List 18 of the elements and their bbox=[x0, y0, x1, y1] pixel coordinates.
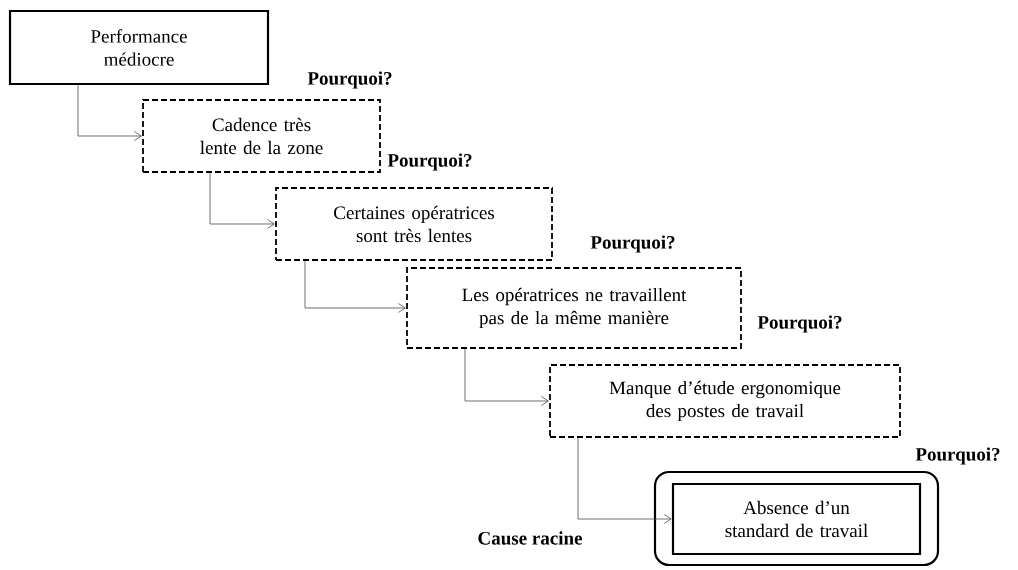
arrow bbox=[77, 84, 142, 141]
cause-box: Manque d’étude ergonomique des postes de travail bbox=[549, 364, 901, 438]
note-label: Pourquoi? bbox=[307, 71, 392, 89]
cause-box: Les opératrices ne travaillent pas de la même manière bbox=[406, 267, 742, 349]
note-label: Pourquoi? bbox=[590, 235, 675, 253]
arrow bbox=[209, 172, 275, 229]
note-label: Pourquoi? bbox=[757, 315, 842, 333]
note-label: Cause racine bbox=[478, 531, 582, 545]
arrow bbox=[304, 260, 406, 313]
problem-box: Performance médiocre bbox=[8, 9, 270, 86]
arrow bbox=[464, 348, 549, 406]
frame-box bbox=[653, 470, 940, 567]
root-cause-box: Absence d’un standard de travail bbox=[671, 482, 922, 556]
arrow bbox=[577, 437, 672, 524]
note-label: Pourquoi? bbox=[387, 153, 472, 171]
cause-box: Certaines opératrices sont très lentes bbox=[275, 187, 553, 261]
cause-box: Cadence très lente de la zone bbox=[142, 99, 381, 173]
note-label: Pourquoi? bbox=[915, 447, 1000, 465]
